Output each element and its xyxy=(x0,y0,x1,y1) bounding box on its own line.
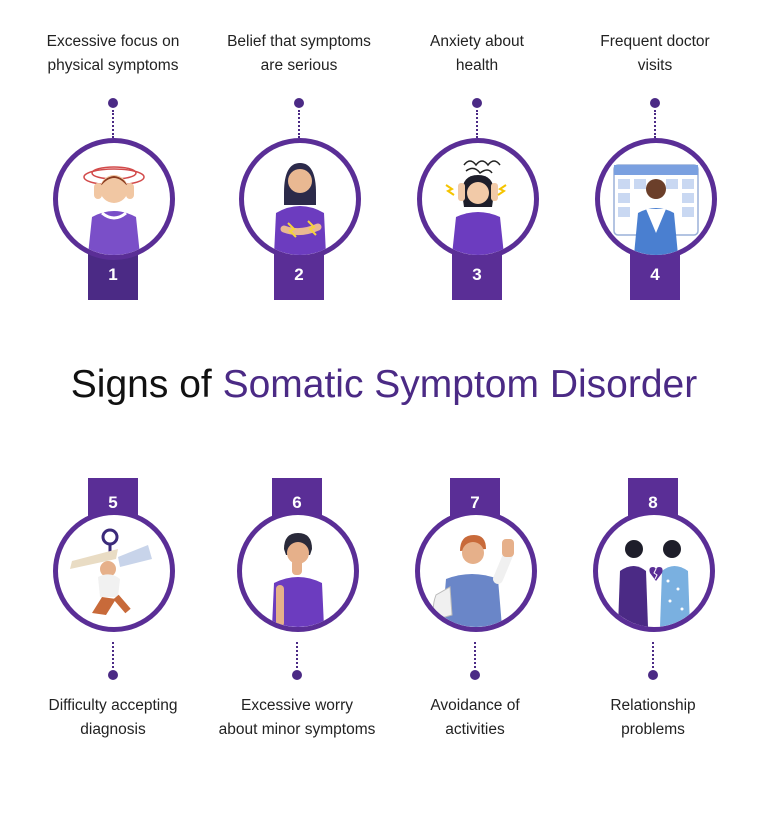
refusing-person-icon xyxy=(415,510,537,632)
sign-card-5: 5 Difficulty accepting diagnosis xyxy=(21,478,205,838)
connector-line xyxy=(474,642,476,668)
connector-dot xyxy=(650,98,660,108)
connector-dot xyxy=(108,98,118,108)
connector-line xyxy=(652,642,654,668)
sign-label-6: Excessive worry about minor symptoms xyxy=(218,697,376,738)
page-title: Signs of Somatic Symptom Disorder xyxy=(70,363,698,406)
sign-card-7: 7 Avoidance of activities xyxy=(383,478,567,838)
couple-conflict-icon xyxy=(593,510,715,632)
connector-dot xyxy=(472,98,482,108)
connector-line xyxy=(112,110,114,138)
sign-card-3: Anxiety about health 3 xyxy=(385,30,569,390)
connector-dot xyxy=(470,670,480,680)
connector-line xyxy=(654,110,656,138)
sign-card-2: Belief that symptoms are serious 2 xyxy=(207,30,391,390)
connector-dot xyxy=(292,670,302,680)
sign-number-tab-3: 3 xyxy=(452,250,502,300)
stressed-person-icon xyxy=(417,138,539,260)
sign-label-2: Belief that symptoms are serious xyxy=(227,33,371,74)
worried-person-icon xyxy=(237,510,359,632)
sign-label-4: Frequent doctor visits xyxy=(600,33,710,74)
connector-line xyxy=(296,642,298,668)
connector-line xyxy=(112,642,114,668)
connector-dot xyxy=(108,670,118,680)
headache-person-icon xyxy=(53,138,175,260)
doctor-calendar-icon xyxy=(595,138,717,260)
sign-card-4: Frequent doctor visits 4 xyxy=(563,30,747,390)
connector-dot xyxy=(648,670,658,680)
sign-label-5: Difficulty accepting diagnosis xyxy=(48,697,178,738)
connector-dot xyxy=(294,98,304,108)
connector-line xyxy=(298,110,300,138)
sign-label-7: Avoidance of activities xyxy=(430,697,520,738)
stomach-pain-person-icon xyxy=(239,138,361,260)
sign-label-1: Excessive focus on physical symptoms xyxy=(46,33,180,74)
kneeling-person-icon xyxy=(53,510,175,632)
sign-label-3: Anxiety about health xyxy=(430,33,524,74)
sign-label-8: Relationship problems xyxy=(610,697,696,738)
connector-line xyxy=(476,110,478,138)
sign-card-6: 6 Excessive worry about minor symptoms xyxy=(205,478,389,838)
sign-card-8: 8 Relationship problems xyxy=(561,478,745,838)
sign-card-1: Excessive focus on physical symptoms 1 xyxy=(21,30,205,390)
